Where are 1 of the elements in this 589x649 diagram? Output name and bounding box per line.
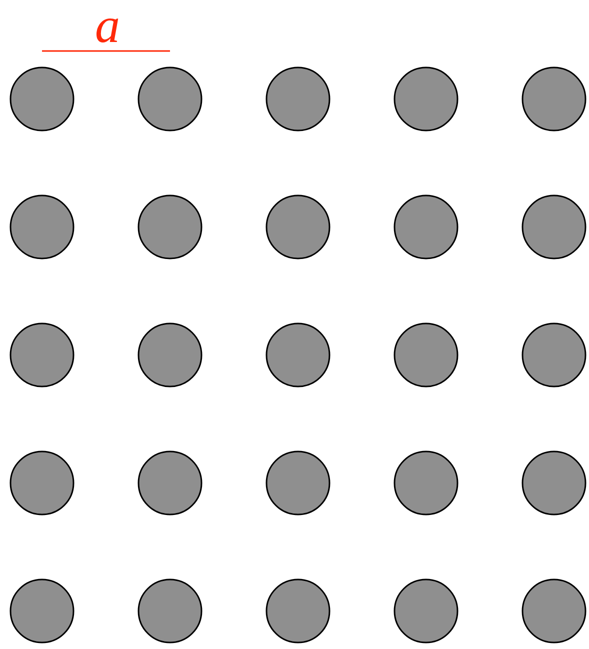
dimension-label: a (95, 0, 120, 50)
